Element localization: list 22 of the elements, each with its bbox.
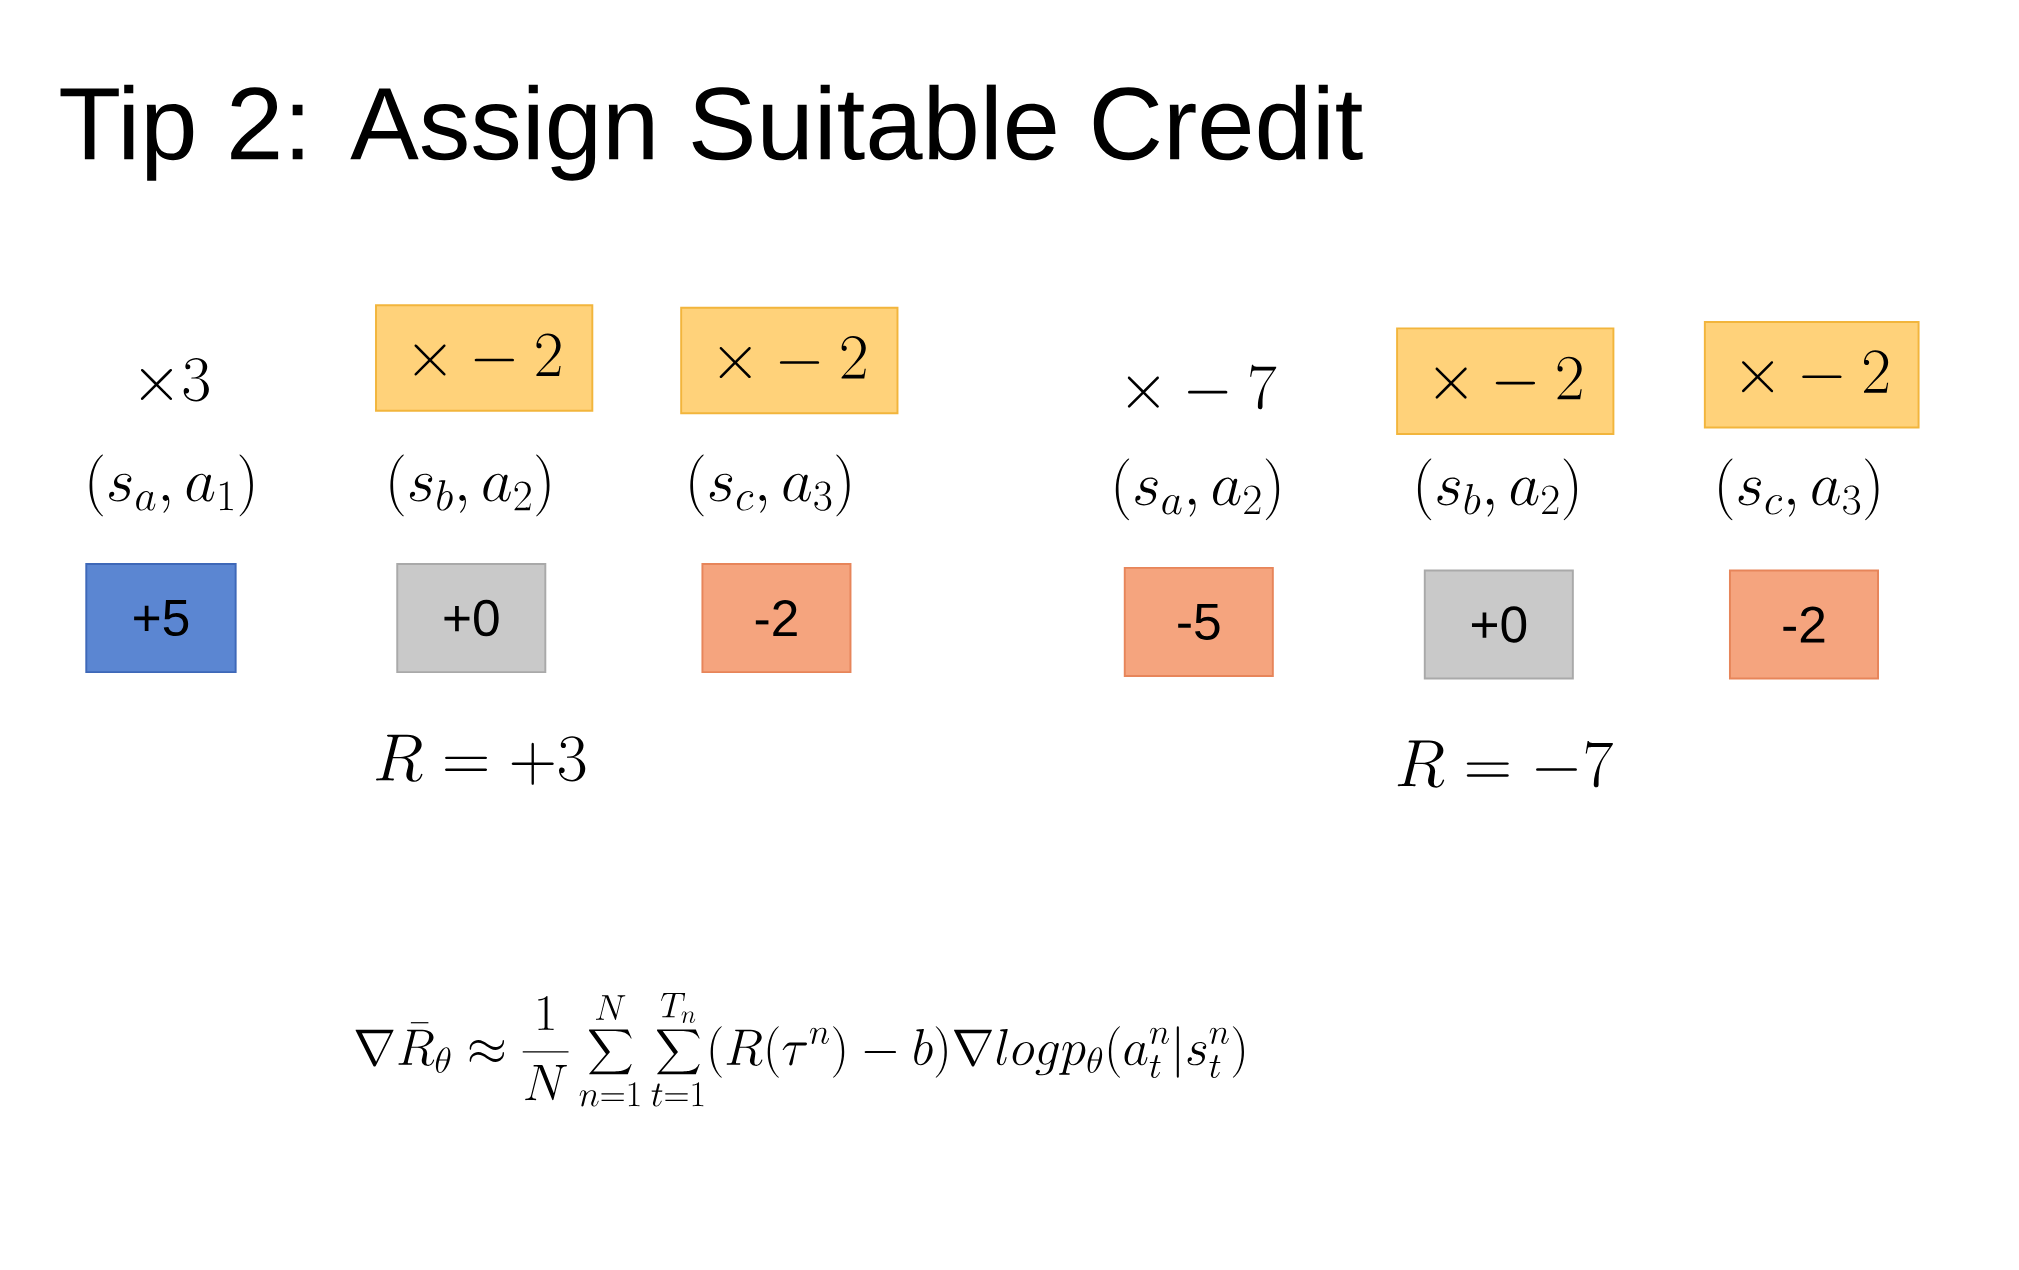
reward-box: +5 [85,563,237,674]
state-action-label: $(s_a,a_2)$ [1115,458,1280,521]
state-action-label: $(s_b,a_2)$ [390,454,550,517]
reward-box: +0 [1423,569,1574,680]
total-reward-label: $R = +3$ [376,734,586,785]
gradient-formula: $\nabla \bar{R}_\theta \approx \frac{1}{N}\sum_{n=1}^{N}\sum_{t=1}^{T_n}(R(\tau^n)-b)\nabla log p_\theta(a_t^n|s_t^n)$ [355,993,1244,1107]
multiplier-box: $\times -2$ [375,304,594,412]
state-action-label: $(s_c,a_3)$ [1719,458,1879,521]
reward-box: -2 [1728,569,1879,680]
reward-box: +0 [396,563,547,674]
multiplier-box: $\times -2$ [1703,321,1920,429]
state-action-label: $(s_b,a_2)$ [1417,458,1578,521]
weight-label: $\times -7$ [1127,364,1277,410]
reward-box: -5 [1123,567,1274,678]
multiplier-box: $\times -2$ [680,307,899,415]
state-action-label: $(s_a,a_1)$ [89,454,253,517]
weight-label: $\times 3$ [140,358,209,402]
total-reward-label: $R = -7$ [1397,740,1613,788]
multiplier-box: $\times -2$ [1396,327,1615,436]
slide-title: Tip 2: Assign Suitable Credit [60,84,1363,181]
state-action-label: $(s_c,a_3)$ [690,454,850,517]
reward-box: -2 [701,563,852,674]
